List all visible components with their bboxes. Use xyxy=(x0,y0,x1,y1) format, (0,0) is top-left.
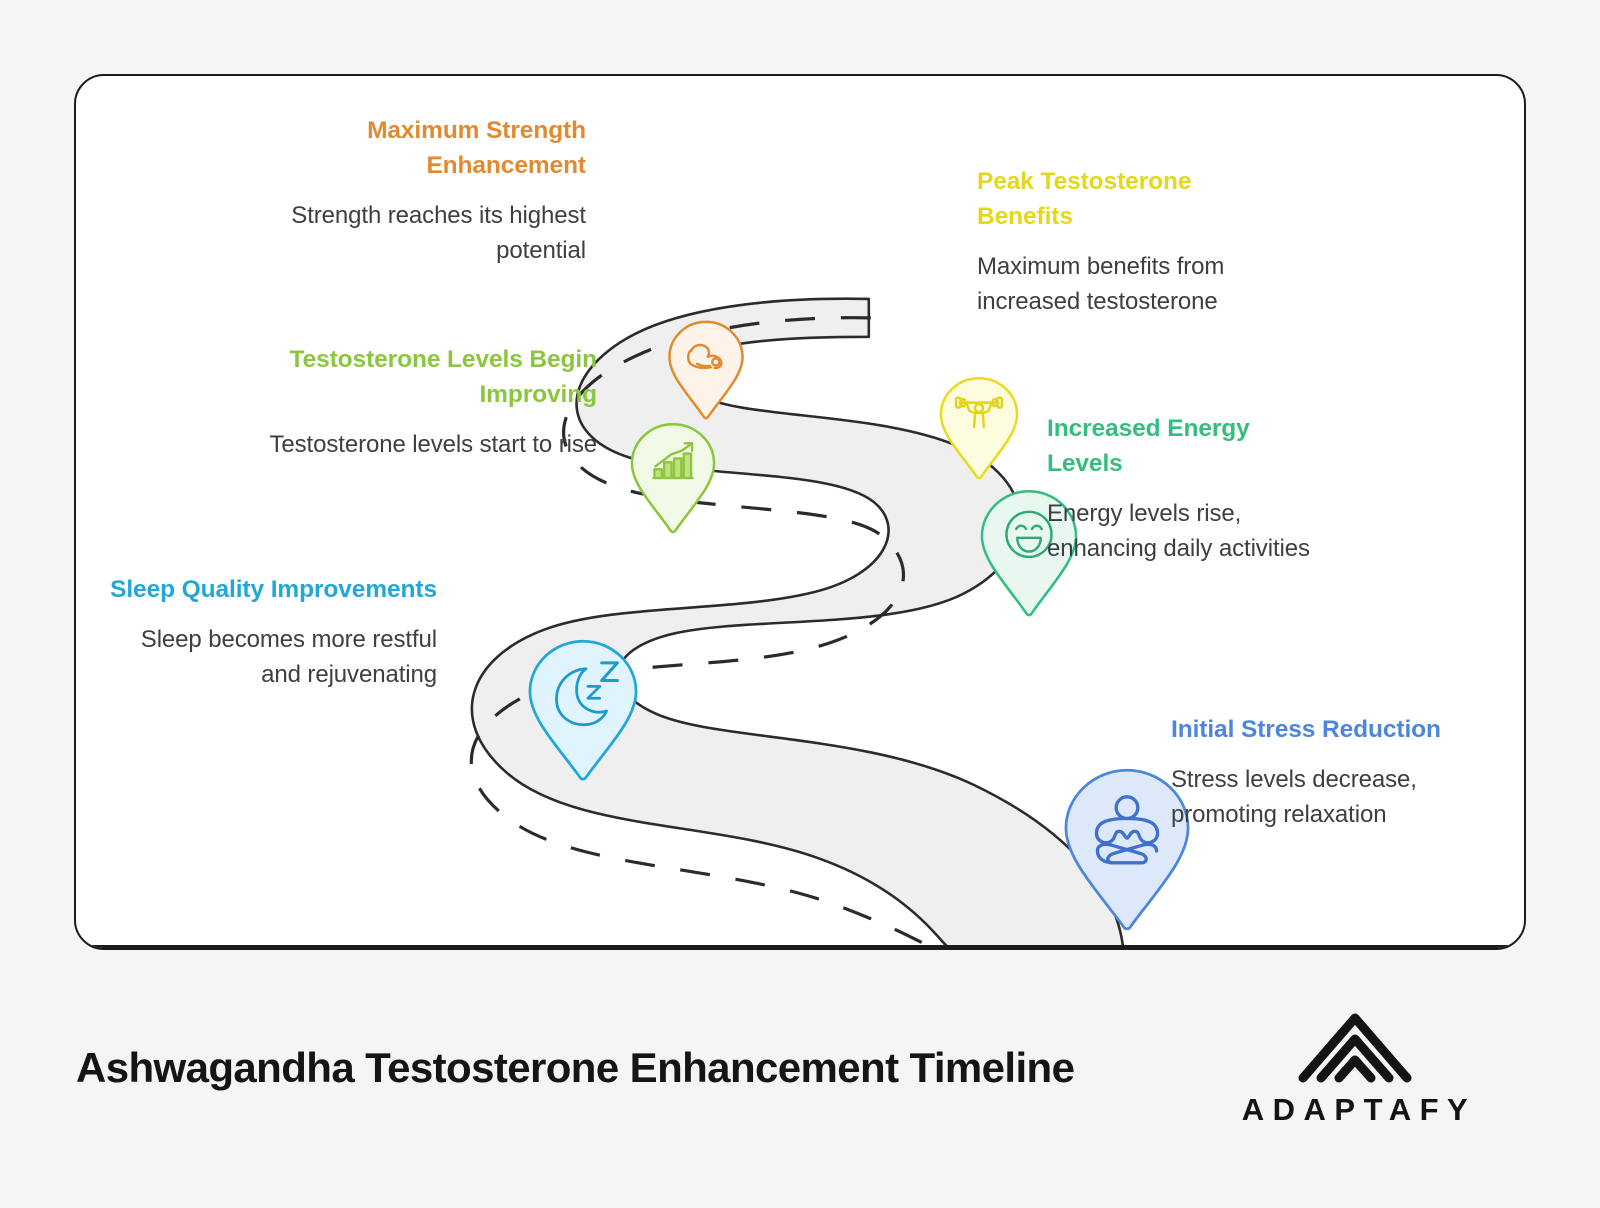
milestone-heading: Initial Stress Reduction xyxy=(1171,716,1441,743)
milestone-body: Sleep becomes more restful and rejuvenat… xyxy=(140,625,437,688)
smiling-face-icon xyxy=(980,489,1078,617)
pin-peak-testosterone-benefits[interactable] xyxy=(938,376,1020,480)
bicep-flex-icon xyxy=(668,320,744,420)
brand-name: ADAPTAFY xyxy=(1241,1092,1477,1127)
milestone-heading: Peak Testosterone Benefits xyxy=(977,168,1192,230)
weightlifter-icon xyxy=(939,376,1019,480)
adaptafy-chevron-logo xyxy=(1298,1013,1412,1083)
milestone-body: Maximum benefits from increased testoste… xyxy=(977,252,1225,315)
milestone-testosterone-levels-begin-improving: Testosterone Levels Begin Improving Test… xyxy=(252,343,597,462)
pin-maximum-strength-enhancement[interactable] xyxy=(667,320,745,420)
timeline-card: Maximum Strength Enhancement Strength re… xyxy=(74,74,1526,950)
bar-chart-growth-icon xyxy=(630,422,716,534)
meditation-lotus-icon xyxy=(1064,768,1190,931)
milestone-heading: Testosterone Levels Begin Improving xyxy=(289,346,598,408)
milestone-heading: Maximum Strength Enhancement xyxy=(367,117,586,179)
milestone-initial-stress-reduction: Initial Stress Reduction Stress levels d… xyxy=(1171,713,1471,832)
pin-initial-stress-reduction[interactable] xyxy=(1063,768,1191,932)
milestone-heading: Increased Energy Levels xyxy=(1047,415,1250,477)
milestone-maximum-strength-enhancement: Maximum Strength Enhancement Strength re… xyxy=(284,114,586,268)
pin-testosterone-levels-begin-improving[interactable] xyxy=(629,422,717,534)
pin-increased-energy-levels[interactable] xyxy=(979,489,1079,617)
moon-sleep-zzz-icon xyxy=(528,639,638,781)
milestone-increased-energy-levels: Increased Energy Levels Energy levels ri… xyxy=(1047,412,1317,566)
road-center-dashes xyxy=(469,316,935,948)
milestone-body: Testosterone levels start to rise xyxy=(269,430,597,458)
milestone-heading: Sleep Quality Improvements xyxy=(110,576,437,603)
milestone-body: Strength reaches its highest potential xyxy=(291,201,586,264)
milestone-body: Energy levels rise, enhancing daily acti… xyxy=(1047,499,1310,562)
milestone-peak-testosterone-benefits: Peak Testosterone Benefits Maximum benef… xyxy=(977,165,1267,319)
milestone-body: Stress levels decrease, promoting relaxa… xyxy=(1171,765,1417,828)
pin-sleep-quality-improvements[interactable] xyxy=(527,639,639,781)
page-title: Ashwagandha Testosterone Enhancement Tim… xyxy=(76,1044,1075,1091)
milestone-sleep-quality-improvements: Sleep Quality Improvements Sleep becomes… xyxy=(110,573,437,692)
brand-lockup: ADAPTAFY xyxy=(1225,1008,1485,1128)
